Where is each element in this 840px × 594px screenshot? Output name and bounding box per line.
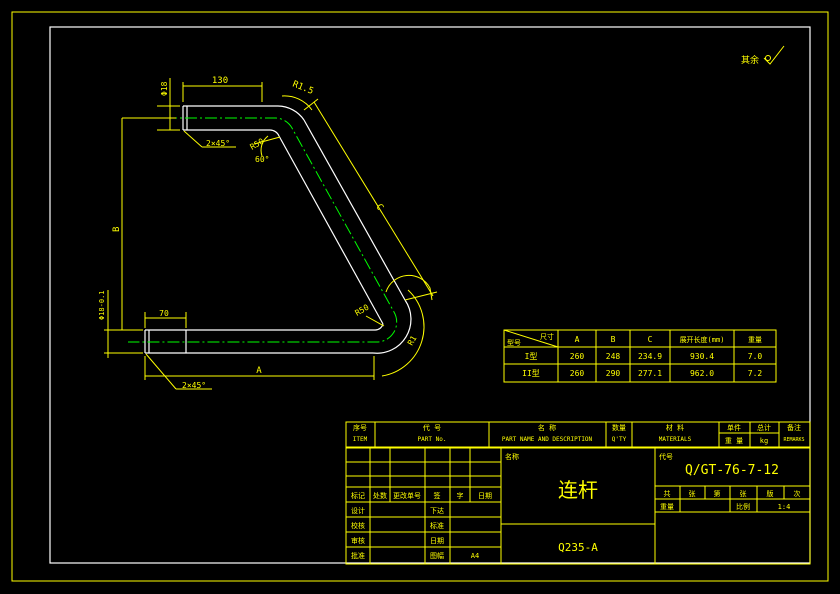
mid-zhang1: 张 <box>689 489 696 498</box>
mid-ci: 次 <box>794 489 801 498</box>
title-block: 序号 ITEM 代 号 PART No. 名 称 PART NAME AND D… <box>345 421 811 565</box>
spec-header-a: A <box>575 335 580 344</box>
spec-row1-weight: 7.0 <box>748 352 763 361</box>
dim-bottom-len: 70 <box>159 309 169 318</box>
mid-di: 第 <box>714 489 721 498</box>
scale-value: 1:4 <box>778 503 791 511</box>
col-total-cn: 总计 <box>757 423 771 432</box>
sign-approve: 批准 <box>351 551 365 560</box>
sign-standard: 标准 <box>430 521 444 530</box>
rev-sign: 签 <box>434 491 441 500</box>
dim-dia-left-top: Φ18 <box>160 81 169 96</box>
dim-top-len: 130 <box>212 76 228 86</box>
spec-row1-b: 248 <box>606 352 621 361</box>
sign-format: 图幅 <box>430 551 444 560</box>
spec-corner-top: 尺寸 <box>540 332 554 341</box>
dim-len-a: A <box>256 366 262 376</box>
mid-ban: 版 <box>767 489 774 498</box>
format-value: A4 <box>471 552 479 560</box>
inner-frame <box>49 26 811 564</box>
col-qty-cn: 数量 <box>612 423 626 432</box>
rev-char: 字 <box>457 491 464 500</box>
spec-row2-length: 962.0 <box>690 369 714 378</box>
spec-row2-c: 277.1 <box>638 369 662 378</box>
rev-date: 日期 <box>478 492 492 500</box>
pipe-part <box>128 105 412 354</box>
rev-mark: 标记 <box>351 491 365 500</box>
sign-check: 校核 <box>351 521 365 530</box>
spec-row2-weight: 7.2 <box>748 369 763 378</box>
spec-row1-c: 234.9 <box>638 352 662 361</box>
dim-chamfer-top: 2×45° <box>206 139 230 148</box>
sign-review: 审核 <box>351 536 365 545</box>
centerline <box>128 117 398 343</box>
spec-row2-model: II型 <box>522 369 540 378</box>
col-item-cn: 序号 <box>353 423 367 432</box>
col-name-cn: 名 称 <box>538 423 556 432</box>
spec-header-c: C <box>648 335 653 344</box>
dim-chamfer-bottom: 2×45° <box>182 381 206 390</box>
dim-dia-left-bottom: Φ18-0.1 <box>98 290 106 320</box>
col-item-en: ITEM <box>353 436 368 443</box>
spec-row1-model: I型 <box>525 352 538 361</box>
col-material-cn: 材 料 <box>666 423 684 432</box>
drawing-number: Q/GT-76-7-12 <box>685 463 779 478</box>
dim-bend-right: R1 <box>406 334 419 347</box>
code-label: 代号 <box>659 452 673 461</box>
name-label: 名称 <box>505 452 519 461</box>
spec-row2-b: 290 <box>606 369 621 378</box>
spec-row1-a: 260 <box>570 352 585 361</box>
outer-border <box>11 11 829 582</box>
spec-header-length: 展开长度(mm) <box>680 335 725 344</box>
spec-row1-length: 930.4 <box>690 352 714 361</box>
dim-len-b: B <box>112 227 122 232</box>
col-remarks-cn: 备注 <box>787 423 801 432</box>
weight-row-label: 重量 <box>660 503 674 511</box>
part-name: 连杆 <box>558 478 598 502</box>
col-partno-en: PART No. <box>418 436 447 443</box>
weight-unit: kg <box>760 437 768 445</box>
roughness-symbol: 其余 <box>741 45 785 66</box>
roughness-label: 其余 <box>741 54 759 66</box>
sign-issue: 下达 <box>430 506 444 515</box>
mid-gong: 共 <box>664 489 671 498</box>
dim-angle: 60° <box>255 155 269 164</box>
scale-label: 比例 <box>736 502 750 511</box>
spec-table: 尺寸 型号 A B C 展开长度(mm) 重量 I型 260 248 234.9… <box>503 329 777 383</box>
col-material-en: MATERIALS <box>659 436 692 443</box>
weight-label: 重 量 <box>725 437 743 445</box>
spec-header-weight: 重量 <box>748 336 762 344</box>
dim-len-c: C <box>373 203 384 213</box>
col-partno-cn: 代 号 <box>423 423 441 432</box>
sign-design: 设计 <box>351 506 365 515</box>
spec-header-b: B <box>611 335 616 344</box>
col-unit-cn: 单件 <box>727 423 741 432</box>
sign-date: 日期 <box>430 537 444 545</box>
material: Q235-A <box>558 541 598 554</box>
col-qty-en: Q'TY <box>612 436 627 443</box>
col-remarks-en: REMARKS <box>783 437 804 443</box>
col-name-en: PART NAME AND DESCRIPTION <box>502 436 593 443</box>
rev-count: 处数 <box>373 491 387 500</box>
spec-row2-a: 260 <box>570 369 585 378</box>
mid-zhang2: 张 <box>740 489 747 498</box>
spec-corner-bottom: 型号 <box>507 338 521 347</box>
rev-change-no: 更改单号 <box>393 491 421 500</box>
